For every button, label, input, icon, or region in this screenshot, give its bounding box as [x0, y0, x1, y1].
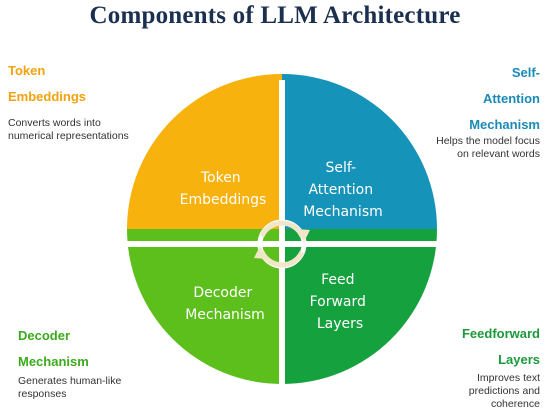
- description-decoder-mechanism: Generates human-like responses: [18, 375, 121, 401]
- quadrant-label-feedforward-line3: Layers: [317, 316, 363, 332]
- description-line: Generates human-like: [18, 375, 122, 387]
- heading-line: Mechanism: [469, 117, 540, 132]
- quadrant-token-embeddings: [127, 74, 282, 229]
- heading-line: Embeddings: [8, 89, 87, 104]
- description-line: on relevant words: [457, 148, 540, 160]
- description-line: Helps the model focus: [436, 135, 540, 147]
- heading-decoder-mechanism: Decoder Mechanism: [18, 323, 89, 375]
- quadrant-label-token: Token Embeddings: [180, 170, 267, 208]
- heading-self-attention: Self- Attention Mechanism: [469, 60, 540, 138]
- quadrant-label-feedforward-line2: Forward: [310, 294, 366, 310]
- quadrant-label-attention-line3: Mechanism: [303, 204, 383, 220]
- quadrant-label-feedforward: Feed Forward Layers: [310, 272, 371, 332]
- quadrant-label-attention-line2: Attention: [308, 182, 373, 198]
- heading-line: Attention: [482, 91, 540, 106]
- quadrant-label-attention: Self- Attention Mechanism: [303, 160, 383, 220]
- description-token-embeddings: Converts words into numerical representa…: [8, 117, 129, 143]
- quadrant-label-token-line2: Embeddings: [180, 192, 267, 208]
- cycle-arrows-icon: [254, 219, 310, 269]
- diagram-title: Components of LLM Architecture: [89, 2, 461, 29]
- quadrant-decoder-mechanism: [127, 229, 282, 384]
- heading-line: Self-: [511, 65, 540, 80]
- description-self-attention: Helps the model focus on relevant words: [436, 135, 540, 161]
- quadrant-feed-forward: [282, 229, 437, 384]
- description-line: responses: [18, 388, 67, 400]
- heading-line: Mechanism: [18, 354, 89, 369]
- description-feedforward-layers: Improves text predictions and coherence: [469, 372, 540, 411]
- description-line: Improves text: [476, 372, 540, 384]
- description-line: predictions and: [468, 385, 540, 397]
- heading-line: Token: [8, 63, 46, 78]
- quadrant-label-feedforward-line1: Feed: [321, 272, 354, 288]
- description-line: numerical representations: [8, 130, 129, 142]
- quadrant-label-token-line1: Token: [200, 170, 241, 186]
- heading-feedforward-layers: Feedforward Layers: [462, 321, 540, 373]
- quadrant-label-decoder: Decoder Mechanism: [185, 285, 265, 323]
- heading-line: Layers: [498, 352, 540, 367]
- quadrant-label-decoder-line1: Decoder: [193, 285, 252, 301]
- heading-line: Feedforward: [461, 326, 540, 341]
- description-line: Converts words into: [8, 117, 101, 129]
- description-line: coherence: [490, 398, 540, 410]
- quadrant-label-attention-line1: Self-: [325, 160, 356, 176]
- heading-line: Decoder: [18, 328, 71, 343]
- heading-token-embeddings: Token Embeddings: [8, 58, 86, 110]
- quadrant-self-attention: [282, 74, 437, 229]
- quadrant-label-decoder-line2: Mechanism: [185, 307, 265, 323]
